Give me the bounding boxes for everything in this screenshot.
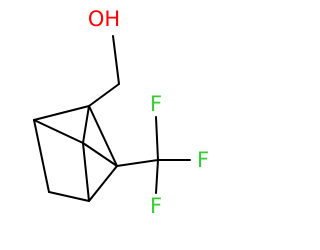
molecule-canvas: OH F F F (33, 7, 210, 218)
bond-cf3-f-bottom (155, 159, 159, 194)
bond-ch2-o (112, 35, 120, 85)
bond-c1-c6 (33, 119, 84, 144)
fluorine-bottom-label: F (150, 194, 162, 218)
bond-c2-c3 (88, 105, 118, 167)
bond-cf3-f-top (155, 116, 159, 161)
bond-c4-c7 (48, 191, 90, 202)
molecule-structure: OH F F F (33, 7, 209, 218)
bond-c3-c6 (82, 142, 118, 167)
bond-c4-c6 (82, 142, 90, 202)
bond-c1-c7 (33, 119, 50, 193)
bond-lines (33, 35, 191, 202)
fluorine-top-label: F (150, 92, 162, 116)
hydroxyl-label: OH (88, 7, 120, 31)
bond-c2-c6 (82, 105, 90, 144)
bond-c2-ch2 (88, 83, 120, 107)
fluorine-right-label: F (197, 148, 209, 172)
bond-c1-c2 (33, 105, 90, 121)
bond-c3-c4 (88, 165, 118, 202)
bond-c3-cf3 (116, 159, 159, 167)
